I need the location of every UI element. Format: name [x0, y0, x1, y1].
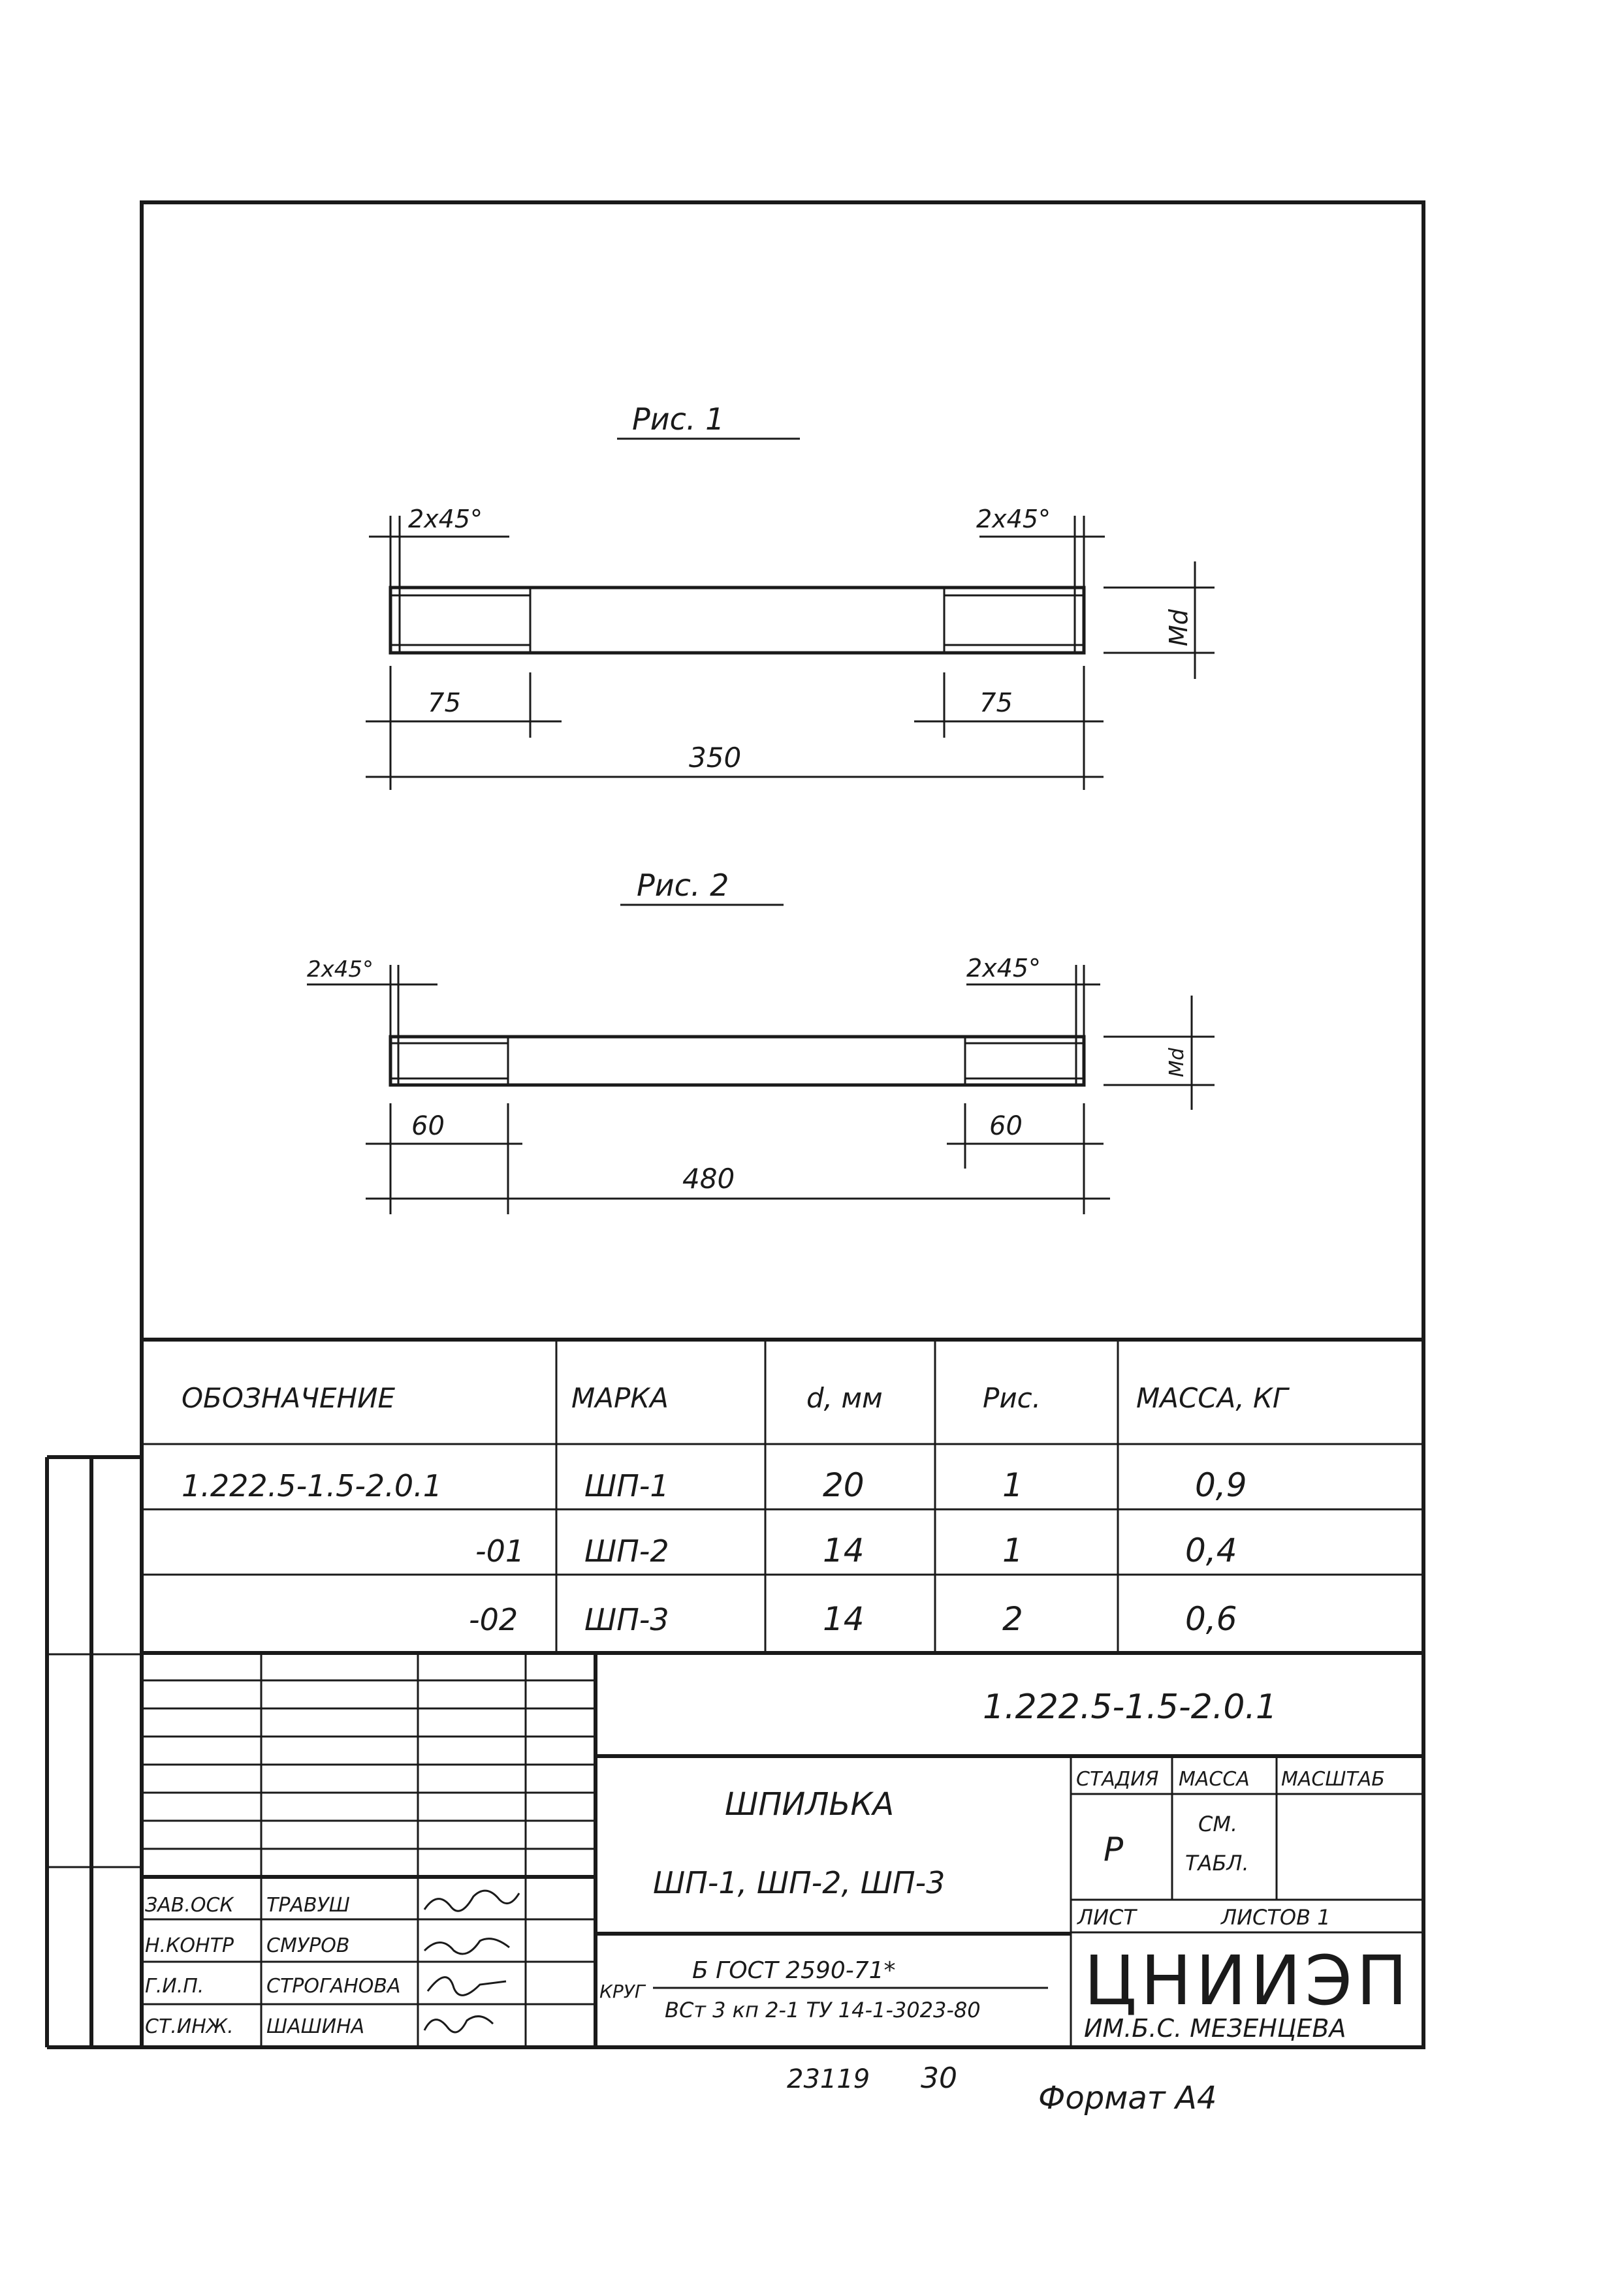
spec-row-1-mass: 0,9: [1195, 1466, 1247, 1504]
fig2-title: Рис. 2: [637, 868, 729, 903]
spec-row-1-mark: ШП-1: [584, 1468, 669, 1503]
fig2-chamfer-right-label: 2x45°: [966, 954, 1041, 983]
signer-role: Г.И.П.: [145, 1975, 204, 1998]
spec-row-1-designation: 1.222.5-1.5-2.0.1: [182, 1468, 442, 1503]
title-block: 1.222.5-1.5-2.0.1 ШПИЛЬКА ШП-1, ШП-2, ШП…: [142, 1653, 1423, 2047]
title-sheet-label: ЛИСТ: [1077, 1905, 1137, 1930]
fig2-rod: [389, 1035, 1086, 1087]
fig1-rod: [389, 586, 1086, 655]
spec-row-2-diameter: 14: [823, 1532, 865, 1569]
title-material-bottom: ВСт 3 кп 2-1 ТУ 14-1-3023-80: [665, 1998, 981, 2022]
spec-row-2-figure: 1: [1002, 1532, 1023, 1569]
signature: [423, 1938, 510, 1955]
title-doc-code: 1.222.5-1.5-2.0.1: [983, 1688, 1277, 1727]
title-item-name: ШПИЛЬКА: [725, 1786, 894, 1823]
spec-header-designation: ОБОЗНАЧЕНИЕ: [182, 1382, 396, 1414]
signature: [423, 2015, 494, 2034]
spec-row-3-mark: ШП-3: [584, 1602, 669, 1637]
signer-name: ШАШИНА: [266, 2015, 364, 2038]
spec-header-mark: МАРКА: [571, 1382, 669, 1414]
signer-role: СТ.ИНЖ.: [145, 2015, 234, 2038]
fig2-thread-left-label: 60: [411, 1111, 445, 1141]
signer-name: ТРАВУШ: [266, 1894, 350, 1917]
footer-format: Формат А4: [1038, 2080, 1216, 2116]
title-org-name: ЦНИИЭП: [1084, 1941, 1411, 2021]
fig1-diameter-label: Md: [1164, 608, 1193, 646]
fig1-thread-right-label: 75: [979, 688, 1013, 718]
title-mass-header: МАССА: [1179, 1768, 1250, 1791]
title-stage-value: Р: [1104, 1831, 1124, 1868]
signature: [426, 1976, 507, 1996]
sheet-frame: [140, 200, 1425, 2049]
fig2-total-label: 480: [682, 1163, 735, 1195]
title-sheets-label: ЛИСТОВ 1: [1220, 1905, 1331, 1930]
title-stage-header: СТАДИЯ: [1076, 1768, 1159, 1791]
spec-row-3-figure: 2: [1002, 1600, 1023, 1638]
signer-name: СТРОГАНОВА: [266, 1975, 401, 1998]
spec-header-diameter: d, мм: [806, 1382, 883, 1414]
fig1-thread-left-label: 75: [428, 688, 461, 718]
spec-row-1-figure: 1: [1002, 1466, 1023, 1504]
title-mass-value-2: ТАБЛ.: [1185, 1851, 1249, 1876]
title-material-prefix: КРУГ: [599, 1981, 646, 2002]
signature: [423, 1889, 520, 1912]
spec-header-figure: Рис.: [983, 1382, 1041, 1414]
fig2-stud: [389, 1035, 1086, 1087]
spec-header-mass: МАССА, КГ: [1136, 1382, 1290, 1414]
fig2-diameter-label: Md: [1166, 1047, 1188, 1077]
fig1-chamfer-left-label: 2x45°: [408, 505, 483, 533]
spec-row-1-diameter: 20: [823, 1466, 865, 1504]
signer-role: Н.КОНТР: [145, 1934, 234, 1957]
title-mass-value-1: СМ.: [1198, 1812, 1237, 1836]
spec-row-3-diameter: 14: [823, 1600, 865, 1638]
title-org-sub: ИМ.Б.С. МЕЗЕНЦЕВА: [1084, 2014, 1346, 2043]
footer-page: 30: [921, 2062, 957, 2095]
fig1-title: Рис. 1: [632, 401, 724, 437]
spec-row-2-mass: 0,4: [1185, 1532, 1237, 1569]
fig2-chamfer-left-label: 2x45°: [307, 956, 373, 983]
fig1-chamfer-right-label: 2x45°: [976, 505, 1051, 533]
spec-row-3-designation: -02: [469, 1602, 518, 1637]
title-item-variants: ШП-1, ШП-2, ШП-3: [653, 1865, 945, 1900]
fig1-stud: [389, 586, 1086, 655]
spec-table: ОБОЗНАЧЕНИЕ МАРКА d, мм Рис. МАССА, КГ 1…: [142, 1338, 1423, 1655]
footer-inventory: 23119: [787, 2064, 870, 2094]
signer-role: ЗАВ.ОСК: [145, 1894, 234, 1917]
signer-name: СМУРОВ: [266, 1934, 349, 1957]
fig2-thread-right-label: 60: [989, 1111, 1023, 1141]
fig1-total-label: 350: [689, 742, 741, 774]
spec-row-2-designation: -01: [475, 1533, 524, 1569]
spec-row-3-mass: 0,6: [1185, 1600, 1237, 1638]
title-scale-header: МАСШТАБ: [1281, 1768, 1385, 1791]
spec-row-2-mark: ШП-2: [584, 1533, 669, 1569]
title-material-top: Б ГОСТ 2590-71*: [692, 1957, 896, 1984]
